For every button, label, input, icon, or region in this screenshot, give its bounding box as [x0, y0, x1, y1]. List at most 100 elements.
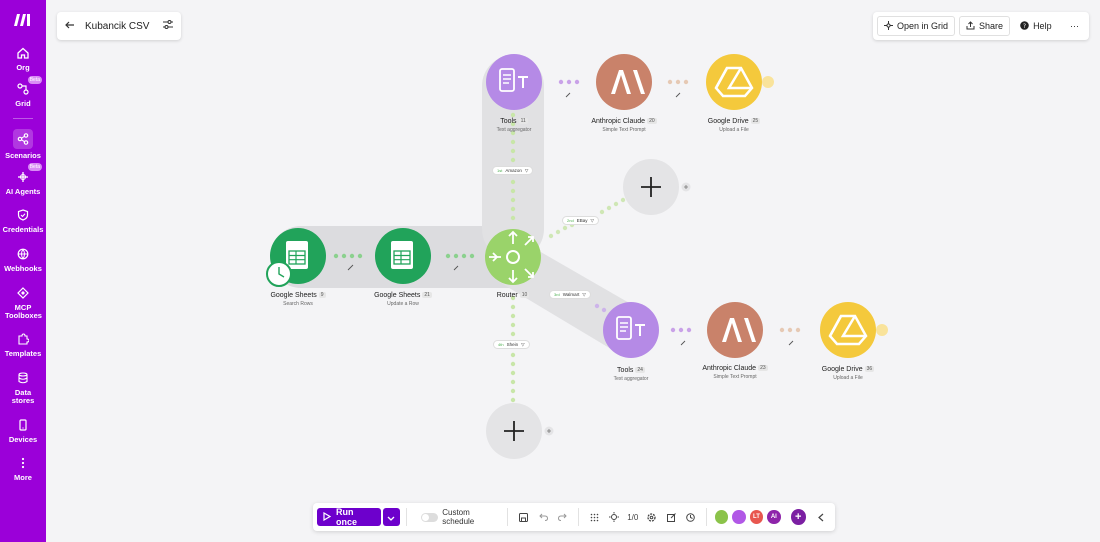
plus-icon [504, 421, 524, 441]
diamond-icon [15, 285, 31, 301]
filter-icon: ▽ [524, 167, 529, 173]
help-label: Help [1033, 21, 1052, 31]
gear-icon[interactable] [642, 508, 661, 526]
sidebar-item-webhooks[interactable]: Webhooks [0, 240, 46, 279]
module-action: Simple Text Prompt [713, 374, 757, 380]
sidebar-item-label: MCP Toolboxes [5, 302, 42, 320]
app-ai-icon[interactable]: AI [767, 510, 781, 524]
filter-icon: ▽ [521, 341, 525, 347]
module-name: Anthropic Claude [702, 365, 757, 372]
drive-connector [762, 76, 774, 88]
grid-share-icon [884, 20, 893, 32]
grid-icon [15, 81, 31, 97]
sidebar-item-scenarios[interactable]: Scenarios [0, 125, 46, 163]
toolbar-divider [507, 508, 509, 526]
svg-text:?: ? [1023, 22, 1026, 29]
filter-walmart[interactable]: 3rd Walmart ▽ [549, 290, 591, 299]
back-arrow-icon[interactable] [65, 21, 77, 32]
device-icon [15, 417, 31, 433]
scenario-title[interactable]: Kubancik CSV [85, 20, 150, 32]
connections-layer [266, 54, 888, 459]
anthropic-icon [722, 318, 756, 342]
home-icon [15, 45, 31, 61]
toolbar-divider [577, 508, 579, 526]
sidebar-item-label: More [14, 472, 32, 482]
filter-label: Amazon [505, 168, 522, 173]
filter-order: 3rd [554, 292, 560, 297]
toolbar-divider [705, 508, 707, 526]
sidebar-item-label: Data stores [11, 387, 35, 405]
sidebar-item-label: Grid [15, 98, 31, 108]
settings-sliders-icon[interactable] [163, 20, 173, 32]
help-button[interactable]: ? Help [1014, 16, 1058, 36]
open-in-grid-button[interactable]: Open in Grid [877, 16, 956, 36]
bottom-toolbar: Run once Custom schedule 1/0 LT AI + [313, 503, 835, 531]
app-lt-icon[interactable]: LT [749, 510, 764, 524]
route-band-top [482, 55, 544, 260]
undo-icon[interactable] [534, 508, 553, 526]
module-id: 20 [647, 118, 657, 124]
sidebar-item-data-stores[interactable]: Data stores [0, 363, 46, 411]
shield-icon [15, 207, 31, 223]
module-name: Router [496, 292, 518, 299]
sidebar-item-label: Org [16, 62, 30, 72]
text-aggregator-icon [616, 316, 632, 340]
module-action: Simple Text Prompt [602, 127, 646, 133]
chevron-left-icon[interactable] [812, 508, 831, 526]
add-app-button[interactable]: + [790, 509, 806, 525]
share-arrow-icon [966, 20, 975, 32]
redo-icon[interactable] [553, 508, 572, 526]
more-icon [15, 455, 31, 471]
sidebar-item-grid[interactable]: Beta Grid [0, 76, 46, 112]
filter-label: EBay [576, 218, 588, 223]
sidebar-item-templates[interactable]: Templates [0, 325, 46, 363]
share-button[interactable]: Share [959, 16, 1011, 36]
run-dropdown-button[interactable] [382, 508, 401, 526]
explain-flow-icon[interactable] [604, 508, 623, 526]
schedule-toggle[interactable] [420, 512, 439, 522]
sidebar-item-org[interactable]: Org [0, 40, 46, 76]
sidebar-divider [13, 118, 33, 119]
sidebar-item-more[interactable]: More [0, 449, 46, 487]
sidebar-item-label: Devices [8, 434, 38, 444]
app-sheets-icon[interactable] [714, 510, 729, 524]
scenario-header: Kubancik CSV [57, 12, 181, 40]
sidebar-item-label: Credentials [2, 225, 44, 234]
run-once-button[interactable]: Run once [317, 507, 381, 527]
sidebar-item-mcp-toolboxes[interactable]: MCP Toolboxes [0, 279, 46, 325]
help-icon: ? [1020, 20, 1029, 32]
top-right-actions: Open in Grid Share ? Help ··· [873, 12, 1089, 40]
auto-align-icon[interactable] [585, 508, 604, 526]
history-icon[interactable] [681, 508, 700, 526]
dots-router-vertical [510, 112, 516, 403]
filter-amazon[interactable]: 1st Amazon ▽ [492, 166, 534, 175]
module-action: Update a Row [387, 301, 419, 307]
wrench-icon[interactable] [347, 92, 794, 346]
more-options-button[interactable]: ··· [1064, 16, 1085, 36]
sidebar-item-ai-agents[interactable]: Beta AI Agents [0, 163, 46, 201]
save-icon[interactable] [514, 508, 533, 526]
dots-router-ebay [548, 197, 626, 239]
module-action: Upload a File [719, 127, 749, 133]
io-counter[interactable]: 1/0 [627, 512, 639, 522]
sidebar-item-label: Webhooks [4, 264, 42, 273]
more-dots-icon: ··· [1070, 21, 1079, 31]
sidebar: Org Beta Grid Scenarios Beta AI Agents C… [0, 0, 46, 542]
sidebar-item-credentials[interactable]: Credentials [0, 201, 46, 240]
dots-sheets [333, 253, 475, 259]
filter-order: 4th [498, 342, 504, 347]
globe-icon [15, 246, 31, 262]
run-once-label: Run once [336, 507, 358, 527]
custom-schedule-label[interactable]: Custom schedule [442, 508, 475, 526]
sidebar-item-devices[interactable]: Devices [0, 411, 46, 449]
app-tools-icon[interactable] [732, 510, 746, 524]
module-action: Text aggregator [613, 376, 649, 382]
module-action: Text aggregator [496, 127, 532, 133]
filter-ebay[interactable]: 2nd EBay ▽ [562, 216, 599, 225]
filter-shein[interactable]: 4th Shein ▽ [493, 340, 530, 349]
scenario-canvas[interactable]: 1st Amazon ▽ 2nd EBay ▽ 3rd Walmart ▽ 4t… [46, 0, 1100, 542]
notes-icon[interactable] [662, 508, 681, 526]
make-logo[interactable] [0, 0, 46, 40]
